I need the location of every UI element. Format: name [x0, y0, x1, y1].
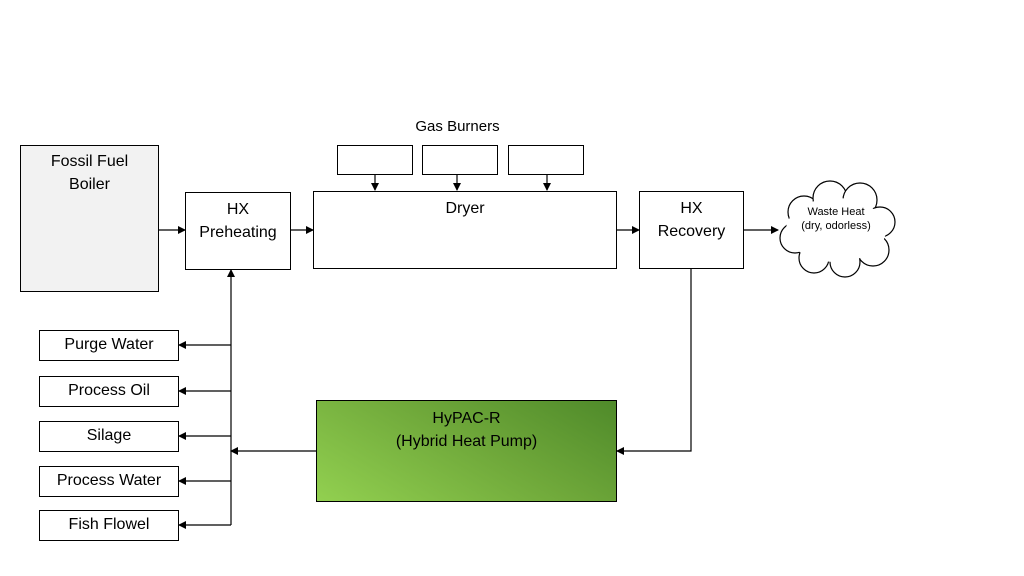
gas-burner-2 [422, 145, 498, 175]
gas-burners-title: Gas Burners [415, 118, 500, 135]
consumer-fish-flowel: Fish Flowel [39, 510, 179, 541]
boiler-label-line2: Boiler [69, 176, 110, 193]
dryer: Dryer [313, 191, 617, 269]
consumer-purge-water: Purge Water [39, 330, 179, 361]
dryer-label: Dryer [445, 200, 485, 217]
hypac-line2: (Hybrid Heat Pump) [395, 433, 538, 450]
consumer-process-oil: Process Oil [39, 376, 179, 407]
hx-preheating-line1: HX [226, 201, 250, 218]
hx-recovery-line1: HX [680, 200, 703, 217]
hypac-r-heat-pump: HyPAC-R (Hybrid Heat Pump) [316, 400, 617, 502]
fossil-fuel-boiler: Fossil Fuel Boiler [20, 145, 159, 292]
gas-burner-3 [508, 145, 584, 175]
hx-recovery: HX Recovery [639, 191, 744, 269]
waste-heat-line2: (dry, odorless) [801, 220, 871, 232]
boiler-label-line1: Fossil Fuel [50, 153, 129, 170]
consumer-silage: Silage [39, 421, 179, 452]
hx-recovery-line2: Recovery [657, 223, 726, 240]
waste-heat-line1: Waste Heat [807, 206, 865, 218]
hx-preheating-line2: Preheating [199, 224, 277, 241]
hypac-line1: HyPAC-R [432, 410, 501, 427]
hx-preheating: HX Preheating [185, 192, 291, 270]
arrow-recovery-to-hypac [616, 269, 692, 455]
waste-heat-label: Waste Heat (dry, odorless) [786, 205, 886, 233]
consumer-process-water: Process Water [39, 466, 179, 497]
gas-burner-1 [337, 145, 413, 175]
